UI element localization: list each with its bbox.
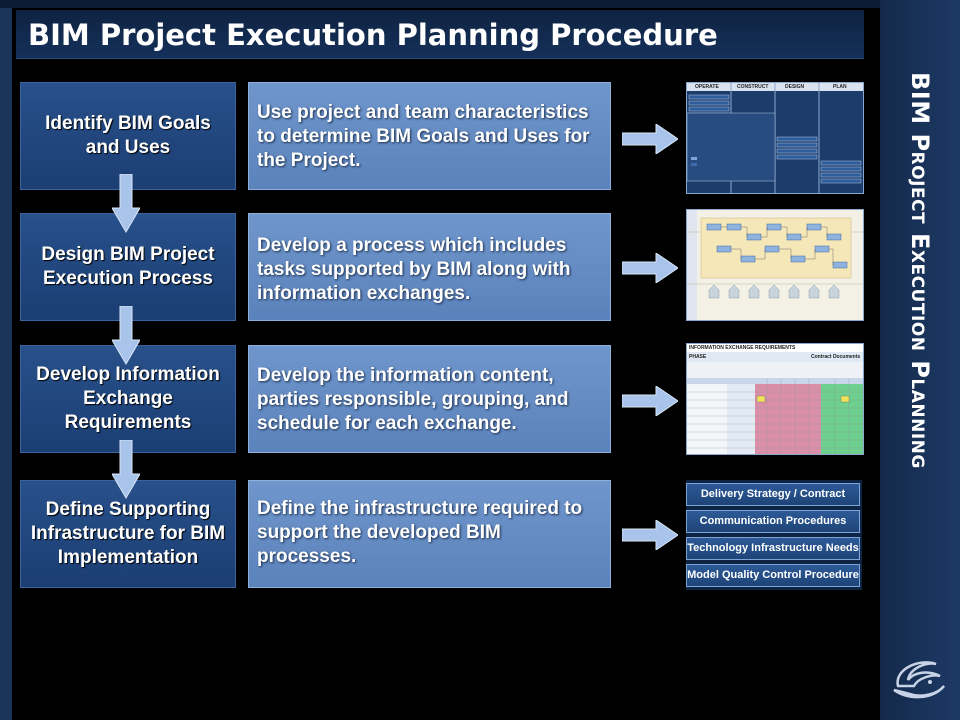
matrix-header-plan: PLAN [833,84,847,90]
step-label: Identify BIM Goals and Uses [45,113,211,158]
step-description-text: Develop a process which includes tasks s… [257,235,571,304]
step-description-text: Define the infrastructure required to su… [257,498,583,567]
list-item: Delivery Strategy / Contract [686,483,860,506]
step-box-exchange: Develop Information Exchange Requirement… [20,345,236,453]
step-box-infrastructure: Define Supporting Infrastructure for BIM… [20,480,236,588]
right-arrow-icon [622,253,678,283]
step-label: Develop Information Exchange Requirement… [36,364,220,433]
step-label: Define Supporting Infrastructure for BIM… [30,499,226,568]
step-box-goals: Identify BIM Goals and Uses [20,82,236,190]
step-description-exchange: Develop the information content, parties… [248,345,611,453]
worksheet-heading: INFORMATION EXCHANGE REQUIREMENTS [689,345,796,351]
matrix-header-operate: OPERATE [695,84,719,90]
right-arrow-icon [622,520,678,550]
right-arrow-icon [622,386,678,416]
penn-state-logo-icon [893,661,945,699]
worksheet-phase-label: PHASE [689,354,707,360]
down-arrow-icon [112,174,140,233]
process-map-thumbnail [686,209,864,321]
list-item: Technology Infrastructure Needs [686,537,860,560]
list-item: Model Quality Control Procedure [686,564,860,587]
step-description-infrastructure: Define the infrastructure required to su… [248,480,611,588]
matrix-header-construct: CONSTRUCT [737,84,769,90]
step-description-goals: Use project and team characteristics to … [248,82,611,190]
page-title: BIM Project Execution Planning Procedure [28,18,718,52]
down-arrow-icon [112,306,140,365]
title-bar: BIM Project Execution Planning Procedure [16,10,864,59]
side-panel [880,0,960,720]
worksheet-contract-label: Contract Documents [811,354,861,360]
matrix-header-design: DESIGN [785,84,805,90]
left-frame [0,0,12,720]
down-arrow-icon [112,440,140,499]
exchange-worksheet-thumbnail: INFORMATION EXCHANGE REQUIREMENTS PHASE … [686,343,864,455]
side-title: BIM Project Execution Planning [906,72,934,469]
bim-uses-matrix-thumbnail: OPERATE CONSTRUCT DESIGN PLAN [686,82,864,194]
top-frame [0,0,880,8]
right-arrow-icon [622,124,678,154]
step-label: Design BIM Project Execution Process [41,244,215,289]
step-description-process: Develop a process which includes tasks s… [248,213,611,321]
step-description-text: Develop the information content, parties… [257,365,569,434]
infrastructure-components-list: Delivery Strategy / Contract Communicati… [686,480,862,590]
step-description-text: Use project and team characteristics to … [257,102,590,171]
list-item: Communication Procedures [686,510,860,533]
